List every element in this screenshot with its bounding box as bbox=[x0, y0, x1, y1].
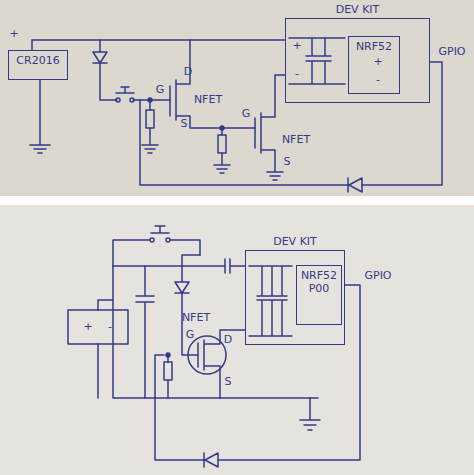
resistor-symbol bbox=[164, 362, 172, 380]
battery-symbol bbox=[68, 310, 128, 344]
pin-label: - bbox=[376, 74, 380, 86]
module-box: DEV KITNRF52P00 bbox=[245, 250, 345, 345]
ground-symbol bbox=[30, 80, 50, 153]
diode-symbol bbox=[204, 453, 218, 467]
part-name: CR2016 bbox=[9, 54, 67, 67]
capacitor-symbol bbox=[136, 266, 154, 398]
junction-dot bbox=[166, 353, 170, 357]
pin-label: G bbox=[156, 84, 165, 96]
supply-wire bbox=[32, 40, 285, 50]
pin-label: G bbox=[242, 108, 251, 120]
diode-symbol bbox=[348, 178, 362, 192]
gpio-wire bbox=[155, 285, 360, 460]
pin-label: D bbox=[184, 66, 192, 78]
pin-label: S bbox=[181, 118, 188, 130]
part-name: P00 bbox=[297, 282, 341, 295]
button-contact bbox=[130, 98, 134, 102]
pin-label: + bbox=[9, 28, 18, 40]
module-heading: DEV KIT bbox=[246, 235, 344, 248]
junction-dot bbox=[148, 98, 152, 102]
rail-wire bbox=[113, 240, 318, 398]
ground-symbol bbox=[300, 398, 320, 430]
capacitor-symbol bbox=[249, 266, 292, 336]
gpio-wire bbox=[140, 62, 442, 185]
button-contact bbox=[116, 98, 120, 102]
capacitor-symbol bbox=[289, 38, 345, 84]
nfet-symbol bbox=[170, 40, 255, 128]
push-button bbox=[151, 226, 169, 233]
pulldown-wire bbox=[214, 128, 230, 173]
pin-label: - bbox=[108, 321, 112, 333]
pin-label: GPIO bbox=[364, 270, 391, 282]
pin-label: NFET bbox=[282, 134, 310, 146]
pulldown-wire bbox=[142, 100, 158, 153]
nfet-symbol bbox=[198, 330, 245, 398]
module-heading: DEV KIT bbox=[286, 3, 429, 16]
button-contact bbox=[166, 238, 170, 242]
pin-label: GPIO bbox=[438, 46, 465, 58]
diode-symbol bbox=[93, 40, 115, 100]
module-box: CR2016 bbox=[8, 50, 68, 80]
pin-label: NFET bbox=[182, 312, 210, 324]
pin-label: S bbox=[225, 376, 232, 388]
pin-label: + bbox=[373, 56, 382, 68]
junction-dot bbox=[220, 126, 224, 130]
battery-wire bbox=[98, 300, 113, 398]
paper-bottom bbox=[0, 205, 474, 475]
chip-box: NRF52P00 bbox=[296, 265, 342, 325]
part-name: NRF52 bbox=[297, 269, 341, 282]
pin-label: + bbox=[83, 321, 92, 333]
pin-label: G bbox=[186, 329, 195, 341]
resistor-symbol bbox=[146, 110, 154, 128]
pin-label: NFET bbox=[194, 94, 222, 106]
button-contact bbox=[150, 238, 154, 242]
pin-label: S bbox=[284, 156, 291, 168]
part-name: NRF52 bbox=[349, 40, 399, 53]
pin-label: + bbox=[292, 40, 301, 52]
pin-label: D bbox=[224, 334, 232, 346]
module-box: DEV KITNRF52 bbox=[285, 18, 430, 103]
resistor-symbol bbox=[218, 135, 226, 153]
paper-top bbox=[0, 0, 474, 196]
capacitor-symbol bbox=[113, 259, 245, 273]
pin-label: - bbox=[295, 68, 299, 80]
nfet-symbol bbox=[255, 75, 285, 180]
